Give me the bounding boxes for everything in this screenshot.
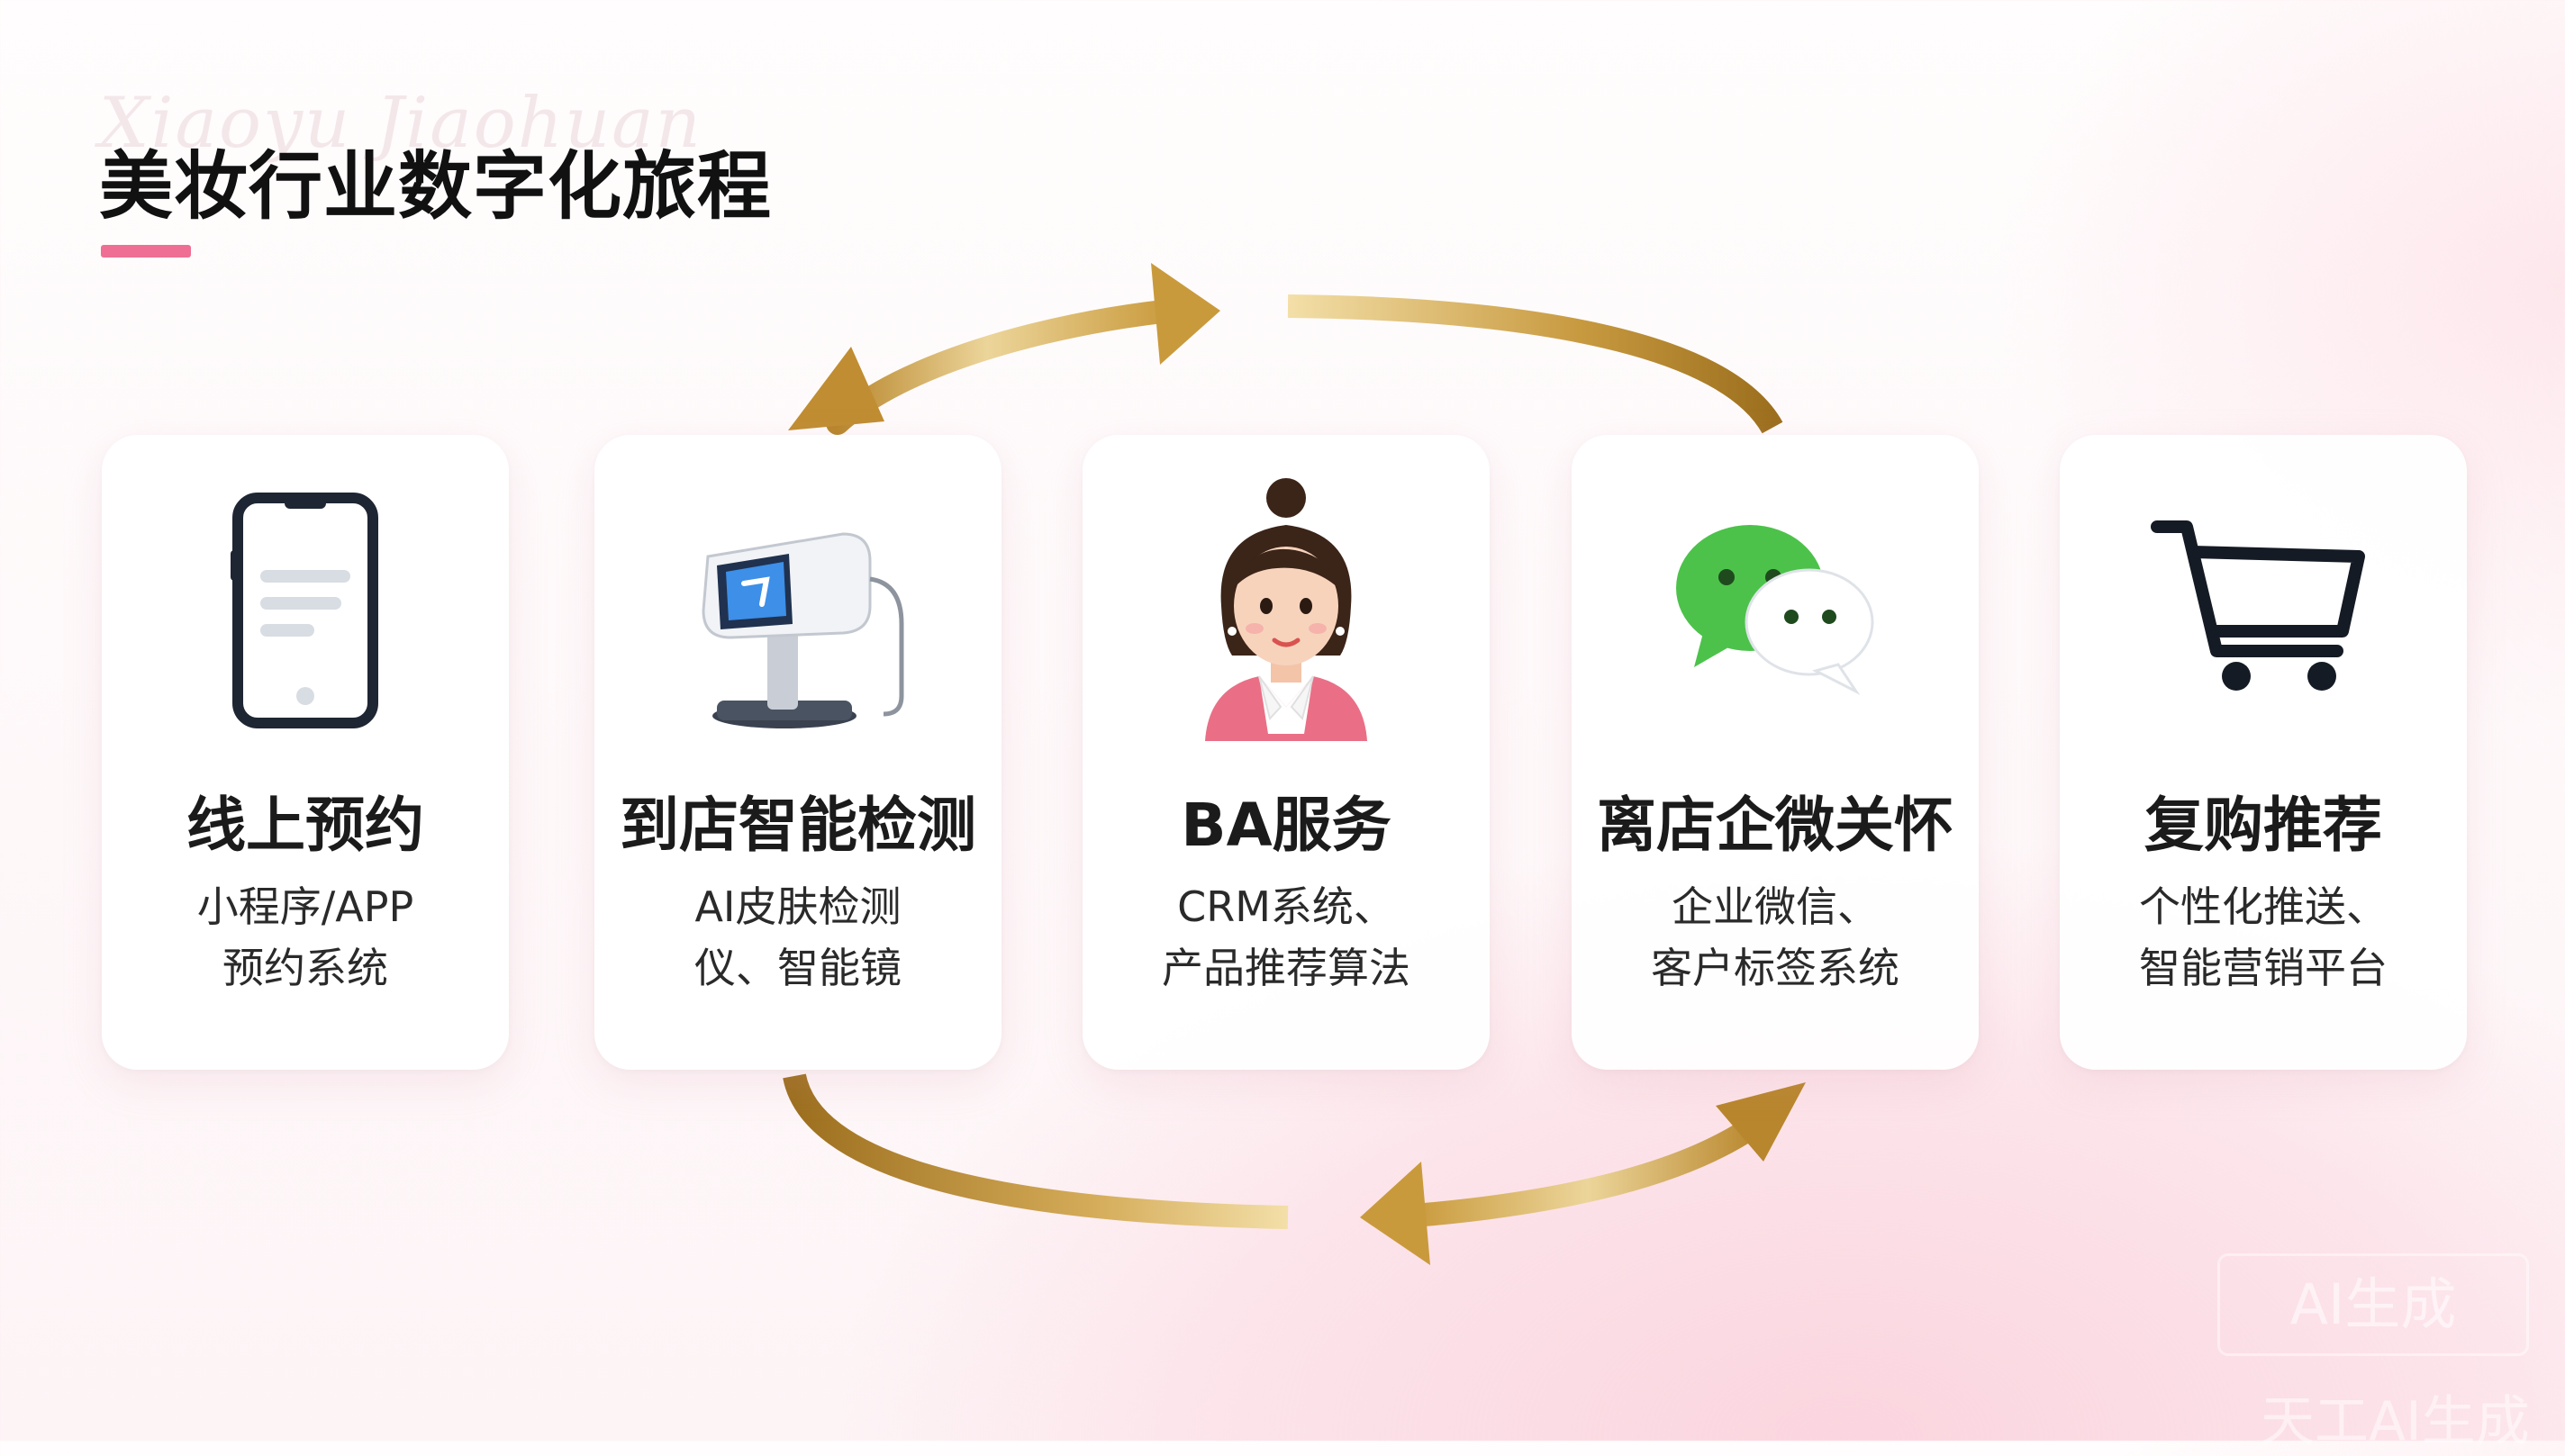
arrow-top-right [1287,294,1783,434]
card-description: AI皮肤检测 仪、智能镜 [694,882,902,992]
smartphone-icon [188,471,422,741]
beauty-advisor-icon [1169,471,1403,741]
journey-card-repurchase: 复购推荐 个性化推送、 智能营销平台 [2060,435,2467,1070]
card-title: 线上预约 [186,791,424,860]
title-underline [101,245,191,258]
journey-card-online-booking: 线上预约 小程序/APP 预约系统 [102,435,509,1070]
ai-generated-badge: AI生成 [2217,1253,2529,1356]
arrow-bottom-right [1360,1082,1806,1265]
background-ghost-text: Xiaoyu Jiaohuan [99,83,702,164]
card-title: BA服务 [1181,791,1391,860]
card-description: 个性化推送、 智能营销平台 [2139,882,2388,992]
arrow-bottom-left [783,1072,1289,1229]
card-description: 小程序/APP 预约系统 [196,882,414,992]
journey-card-wecom-care: 离店企微关怀 企业微信、 客户标签系统 [1572,435,1979,1070]
card-title: 离店企微关怀 [1597,791,1953,860]
journey-card-in-store-detection: 到店智能检测 AI皮肤检测 仪、智能镜 [594,435,1002,1070]
card-description: 企业微信、 客户标签系统 [1651,882,1899,992]
skin-scanner-icon [681,471,915,741]
page-title: 美妆行业数字化旅程 [99,144,773,230]
arrow-top-left [788,263,1220,435]
journey-card-ba-service: BA服务 CRM系统、 产品推荐算法 [1083,435,1490,1070]
card-title: 复购推荐 [2144,791,2382,860]
wechat-icon [1658,471,1892,741]
card-description: CRM系统、 产品推荐算法 [1162,882,1410,992]
card-title: 到店智能检测 [620,791,976,860]
ai-generated-footer: 天工AI生成 [2261,1390,2530,1453]
shopping-cart-icon [2146,471,2380,741]
